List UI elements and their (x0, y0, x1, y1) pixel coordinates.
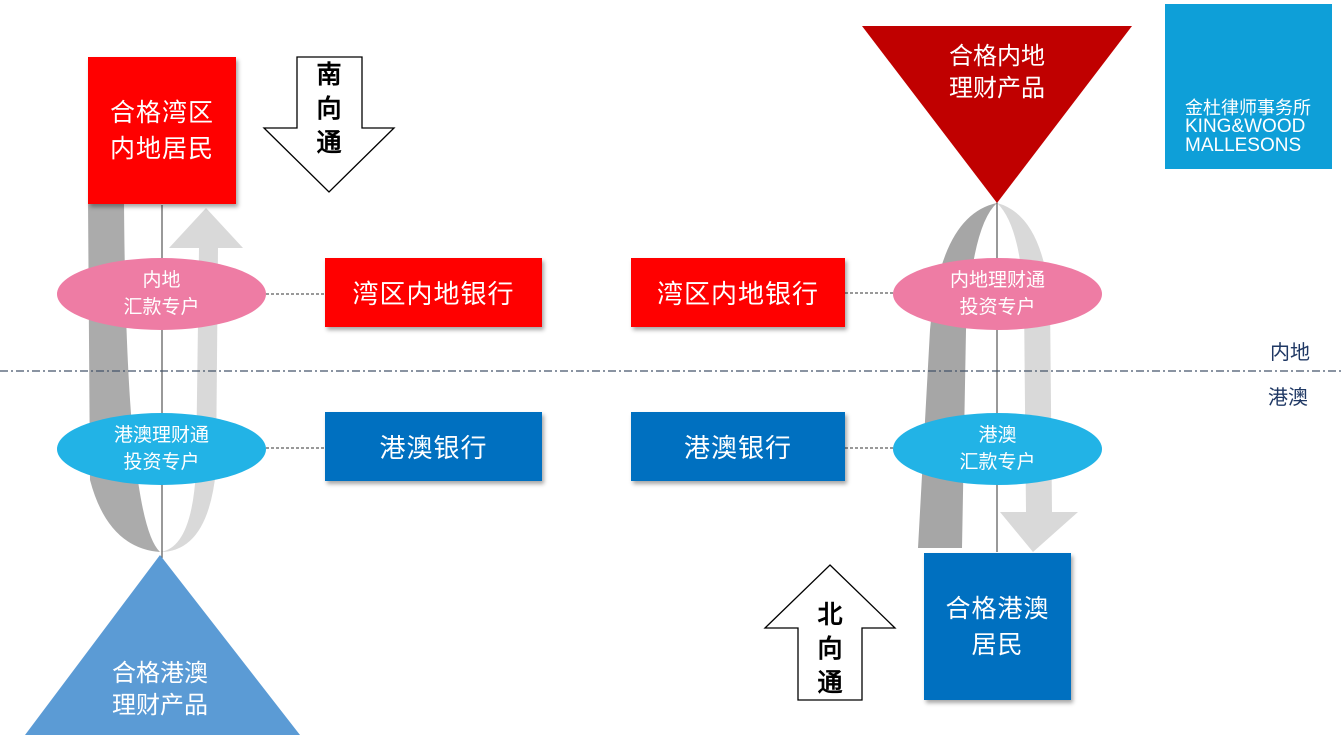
northbound-arrow-icon (763, 564, 897, 701)
southbound-mainland-account-oval: 内地 汇款专户 (57, 258, 266, 330)
southbound-product-label: 合格港澳 理财产品 (112, 659, 208, 719)
northbound-hkmo-bank-box: 港澳银行 (631, 412, 845, 481)
law-firm-logo: 金杜律师事务所 KING&WOOD MALLESONS (1165, 4, 1332, 169)
logo-english-line2: MALLESONS (1185, 135, 1302, 156)
logo-chinese-name: 金杜律师事务所 (1185, 98, 1311, 119)
northbound-investor-box: 合格港澳 居民 (924, 553, 1071, 700)
north-outflow-band (918, 203, 997, 548)
region-label-hkmo: 港澳 (1268, 385, 1308, 409)
northbound-mainland-bank-box: 湾区内地银行 (631, 258, 845, 327)
south-return-band (160, 208, 243, 552)
southbound-product-triangle (25, 555, 300, 735)
southbound-hkmo-bank-box: 港澳银行 (325, 412, 542, 481)
south-outflow-band (88, 200, 160, 552)
southbound-arrow-icon (262, 56, 396, 193)
northbound-product-label: 合格内地 理财产品 (949, 42, 1045, 102)
northbound-mainland-account-oval: 内地理财通 投资专户 (893, 258, 1102, 330)
northbound-product-triangle (862, 26, 1132, 203)
southbound-hkmo-account-oval: 港澳理财通 投资专户 (57, 413, 266, 485)
northbound-hkmo-account-oval: 港澳 汇款专户 (893, 413, 1102, 485)
region-label-mainland: 内地 (1270, 340, 1310, 364)
southbound-investor-box: 合格湾区 内地居民 (88, 57, 236, 204)
logo-english-line1: KING&WOOD (1185, 116, 1306, 137)
logo-english-name: KING&WOOD MALLESONS (1185, 117, 1305, 155)
north-return-band (997, 203, 1078, 552)
southbound-mainland-bank-box: 湾区内地银行 (325, 258, 542, 327)
southbound-arrow-label: 南 向 通 (316, 60, 342, 157)
northbound-arrow-label: 北 向 通 (817, 600, 843, 697)
